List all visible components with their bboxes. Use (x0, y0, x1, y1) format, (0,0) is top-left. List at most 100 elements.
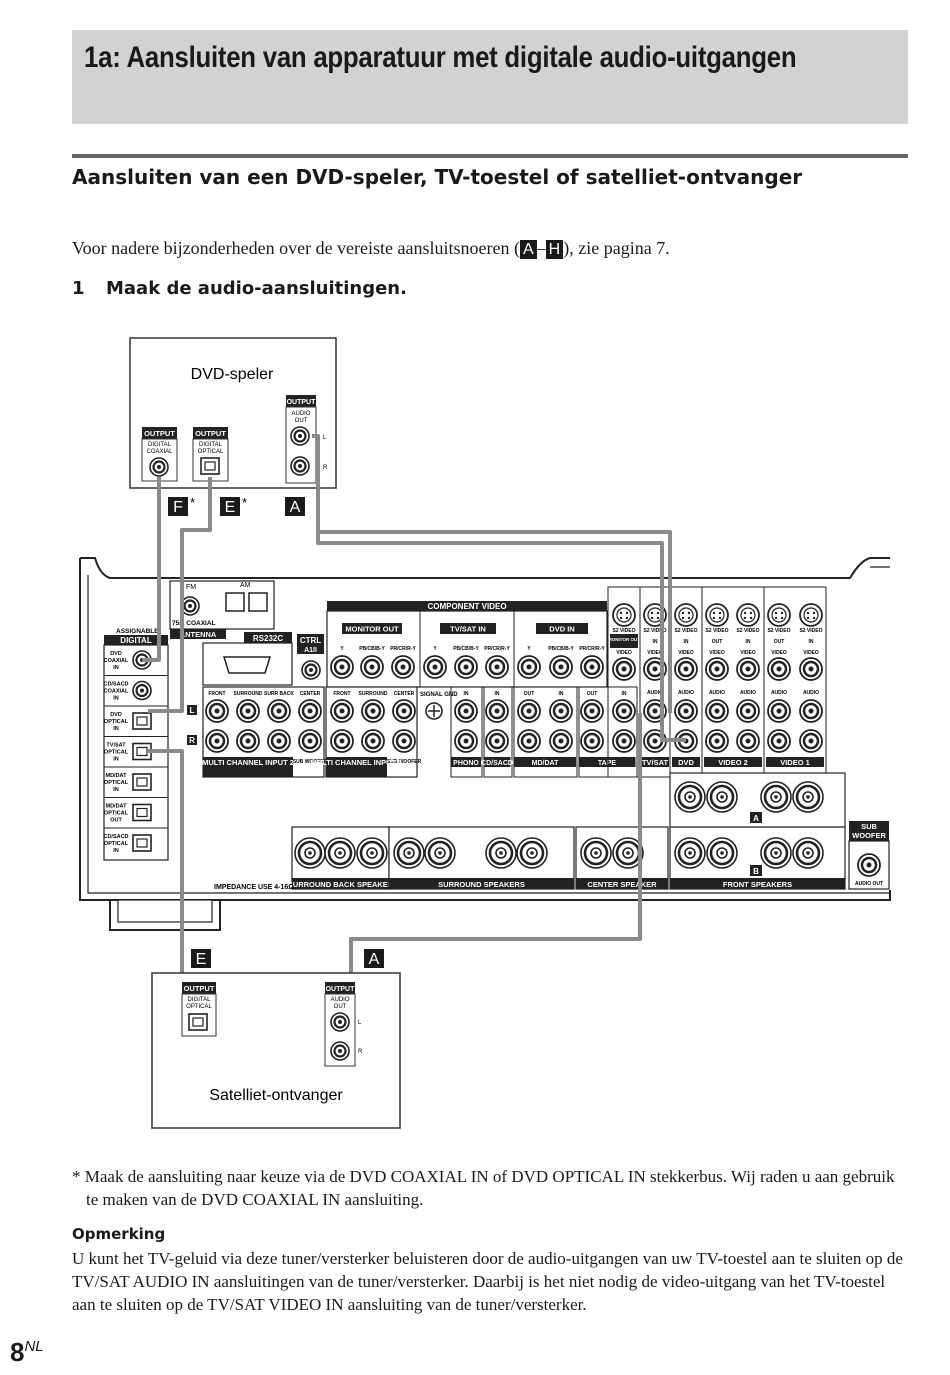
satellite-receiver-box: OUTPUT DIGITAL OPTICAL OUTPUT AUDIO OUT … (151, 972, 401, 1129)
sat-audio-l-label: L (358, 1020, 362, 1026)
section-rule (72, 154, 908, 158)
multi-channel-jack-label: FRONT (333, 691, 350, 697)
intro-text-start: Voor nadere bijzonderheden over de verei… (72, 238, 520, 258)
rs232c-label: RS232C (253, 634, 283, 643)
sat-audio-r-jack (329, 1040, 351, 1062)
sub-woofer-out-label: SUB (861, 822, 877, 831)
video-group-label: VIDEO 2 (718, 758, 748, 767)
page-number-value: 8 (10, 1337, 25, 1367)
audio-l-jack (611, 698, 637, 724)
digital-input-label: IN (113, 726, 119, 732)
speaker-terminal (673, 836, 707, 870)
speaker-terminal-front-a (759, 780, 793, 814)
audio-label: AUDIO (740, 690, 756, 696)
component-video-label: COMPONENT VIDEO (427, 602, 506, 611)
digital-input-label: IN (113, 787, 119, 793)
speaker-terminal-front-a (705, 780, 739, 814)
composite-video-jack (766, 656, 792, 682)
component-jack-label: Y (527, 646, 531, 652)
section-heading: Aansluiten van een DVD-speler, TV-toeste… (72, 165, 803, 189)
sat-optical-jack (188, 1013, 208, 1031)
s-video-label: S2 VIDEO (705, 628, 728, 634)
sub-woofer-label: SUB WOOFER (293, 759, 328, 765)
s-video-jack (736, 603, 760, 627)
video-audio-l-jack (766, 698, 792, 724)
sat-optical-line2: OPTICAL (186, 1004, 212, 1010)
multi-channel-jack-label: FRONT (208, 691, 225, 697)
s-video-jack (705, 603, 729, 627)
satellite-label: Satelliet-ontvanger (209, 1087, 343, 1104)
cable-a-label-top: A (290, 499, 301, 516)
digital-optical-jack (132, 773, 152, 791)
digital-input-label: DVD (110, 651, 122, 657)
sat-optical-line1: DIGITAL (188, 997, 212, 1003)
video-audio-l-jack (735, 698, 761, 724)
component-jack-label: PB/CB/B-Y (359, 646, 385, 652)
composite-video-jack (611, 656, 637, 682)
audio-label: AUDIO (647, 690, 663, 696)
audio-r-jack (484, 728, 510, 754)
sub-woofer-out-jack (856, 852, 882, 878)
video-label: VIDEO (803, 650, 819, 656)
multi-input1-label: MULTI CHANNEL INPUT 1 (311, 758, 403, 767)
dvd-optical-line1: DIGITAL (199, 442, 223, 448)
audio-l-jack (579, 698, 605, 724)
dvd-coaxial-output-label: OUTPUT (144, 429, 175, 438)
intro-paragraph: Voor nadere bijzonderheden over de verei… (72, 236, 908, 260)
video-jack-label: OUT (712, 639, 723, 645)
digital-input-label: CD/SACD (103, 834, 128, 840)
speaker-group-label: SURROUND BACK SPEAKER (288, 880, 394, 889)
component-video-jack (359, 654, 385, 680)
s-video-label: S2 VIDEO (799, 628, 822, 634)
dvd-optical-output-label: OUTPUT (195, 429, 226, 438)
ctrl-jack (300, 659, 322, 681)
audio-r-jack (611, 728, 637, 754)
digital-input-label: CD/SACD (103, 682, 128, 688)
audio-jack-label: IN (495, 691, 500, 697)
digital-input-label: OPTICAL (104, 750, 129, 756)
component-video-jack (422, 654, 448, 680)
impedance-label: IMPEDANCE USE 4-16Ω (214, 884, 294, 891)
digital-optical-jack (132, 834, 152, 852)
speaker-terminal (484, 836, 518, 870)
multi-channel-jack (235, 728, 261, 754)
cable-e-dvd-optical (148, 477, 212, 713)
sat-audio-r-label: R (358, 1049, 363, 1055)
speaker-group-label: FRONT SPEAKERS (723, 880, 792, 889)
front-a-label: A (753, 814, 759, 823)
note-body: U kunt het TV-geluid via deze tuner/vers… (72, 1249, 903, 1314)
digital-input-label: IN (113, 696, 119, 702)
note-title: Opmerking (72, 1225, 166, 1243)
audio-l-jack (453, 698, 479, 724)
digital-input-label: TV/SAT (106, 743, 126, 749)
speaker-terminal (515, 836, 549, 870)
sat-audio-output-label: OUTPUT (326, 986, 356, 993)
r-row-label: R (189, 736, 195, 745)
intro-text-end: ), zie pagina 7. (563, 238, 670, 258)
multi-channel-jack (266, 698, 292, 724)
multi-channel-jack (235, 698, 261, 724)
multi-channel-jack-label: CENTER (300, 691, 321, 697)
receiver-back-panel: FM AM 75Ω COAXIAL ANTENNA RS232C CTRL A1… (79, 557, 891, 931)
speaker-terminal (323, 836, 357, 870)
digital-optical-jack (132, 712, 152, 730)
sub-woofer-out-label: WOOFER (852, 831, 886, 840)
video-jack-label: IN (809, 639, 814, 645)
multi-channel-jack (297, 698, 323, 724)
video-label: VIDEO (771, 650, 787, 656)
cable-f-asterisk: * (190, 495, 195, 510)
speaker-terminal-front-a (791, 780, 825, 814)
sat-audio-l-jack (329, 1011, 351, 1033)
video-group-label: VIDEO 1 (780, 758, 810, 767)
video-audio-r-jack (704, 728, 730, 754)
multi-channel-jack-label: SURROUND (234, 691, 263, 697)
digital-input-label: DVD (110, 712, 122, 718)
audio-jack-label: IN (559, 691, 564, 697)
component-jack-label: PR/CR/R-Y (484, 646, 510, 652)
dvd-coaxial-line1: DIGITAL (148, 442, 172, 448)
front-b-label: B (753, 867, 759, 876)
s-video-label: S2 VIDEO (674, 628, 697, 634)
audio-group-label: MD/DAT (532, 760, 559, 767)
video-audio-l-jack (673, 698, 699, 724)
multi-channel-jack (266, 728, 292, 754)
